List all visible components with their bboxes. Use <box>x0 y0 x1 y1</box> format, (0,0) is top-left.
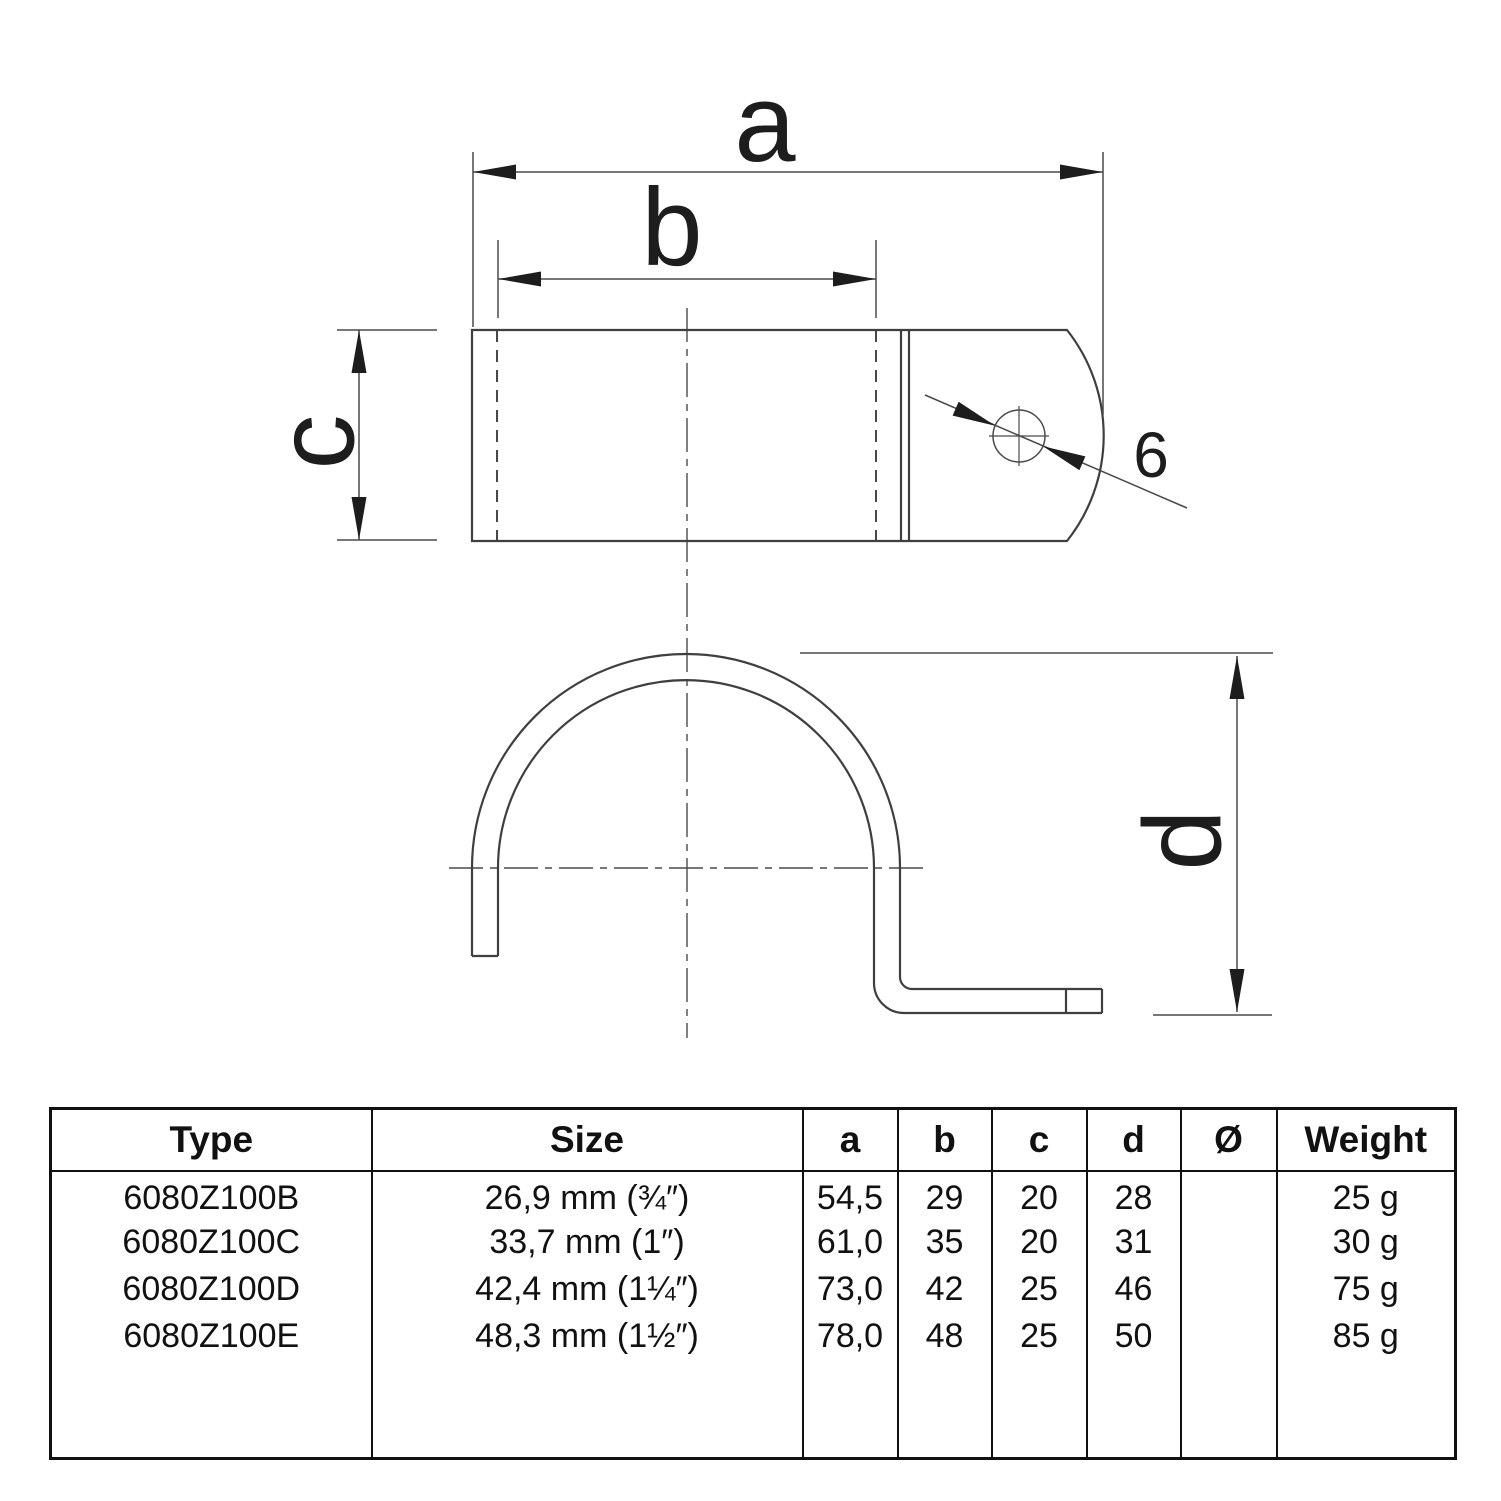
strap-outline <box>470 328 1105 543</box>
table-row: 6080Z100C 33,7 mm (1″) 61,0 35 20 31 30 … <box>49 1219 1457 1266</box>
cell-c: 20 <box>990 1219 1088 1266</box>
arrow-d-top <box>1229 656 1245 699</box>
dim-label-d: d <box>1122 809 1245 870</box>
clip-inner-profile <box>496 678 1102 1015</box>
center-lines <box>449 308 927 1038</box>
technical-drawing: 6 a b c <box>255 62 1273 1038</box>
cell-diameter <box>1179 1171 1278 1219</box>
table-row: 6080Z100D 42,4 mm (1¼″) 73,0 42 25 46 75… <box>49 1266 1457 1313</box>
cell-type: 6080Z100C <box>49 1219 373 1266</box>
clip-outer-profile <box>470 652 1102 991</box>
col-header-diameter: Ø <box>1179 1108 1278 1172</box>
cell-a: 61,0 <box>801 1219 899 1266</box>
col-header-type: Type <box>49 1108 373 1172</box>
arrow-c-bottom <box>351 497 367 540</box>
table-row: 6080Z100B 26,9 mm (¾″) 54,5 29 20 28 25 … <box>49 1171 1457 1219</box>
col-header-d: d <box>1085 1108 1182 1172</box>
cell-c: 25 <box>990 1313 1088 1360</box>
leader-arrow-upper <box>952 401 996 426</box>
cell-type: 6080Z100B <box>49 1171 373 1219</box>
cell-diameter <box>1179 1313 1278 1360</box>
cell-c: 25 <box>990 1266 1088 1313</box>
col-header-weight: Weight <box>1275 1108 1457 1172</box>
col-header-c: c <box>990 1108 1088 1172</box>
cell-weight: 85 g <box>1275 1313 1457 1360</box>
dim-label-b: b <box>641 166 702 289</box>
col-header-b: b <box>896 1108 993 1172</box>
top-view: 6 <box>470 328 1188 543</box>
leader-arrow-lower <box>1042 446 1086 471</box>
cell-type: 6080Z100D <box>49 1266 373 1313</box>
cell-c: 20 <box>990 1171 1088 1219</box>
dimension-b: b <box>497 166 877 318</box>
dimension-c: c <box>255 329 437 541</box>
cell-weight: 30 g <box>1275 1219 1457 1266</box>
cell-b: 35 <box>896 1219 993 1266</box>
cell-b: 42 <box>896 1266 993 1313</box>
arrow-b-left <box>498 271 541 287</box>
dimension-table: Type Size a b c d Ø Weight 6080Z100B 26,… <box>49 1107 1457 1460</box>
cell-b: 48 <box>896 1313 993 1360</box>
cell-size: 33,7 mm (1″) <box>370 1219 804 1266</box>
table-header-row: Type Size a b c d Ø Weight <box>49 1108 1457 1172</box>
cell-a: 54,5 <box>801 1171 899 1219</box>
cell-size: 42,4 mm (1¼″) <box>370 1266 804 1313</box>
dim-label-c: c <box>255 415 378 470</box>
table-empty-space-row <box>49 1360 1457 1459</box>
cell-diameter <box>1179 1266 1278 1313</box>
col-header-a: a <box>801 1108 899 1172</box>
cell-b: 29 <box>896 1171 993 1219</box>
col-header-size: Size <box>370 1108 804 1172</box>
cell-d: 50 <box>1085 1313 1182 1360</box>
cell-d: 28 <box>1085 1171 1182 1219</box>
cell-type: 6080Z100E <box>49 1313 373 1360</box>
cell-d: 31 <box>1085 1219 1182 1266</box>
hole-diameter-label: 6 <box>1133 419 1169 491</box>
cell-d: 46 <box>1085 1266 1182 1313</box>
arrow-d-bottom <box>1229 969 1245 1012</box>
cell-a: 78,0 <box>801 1313 899 1360</box>
hole-diameter-callout: 6 <box>924 394 1188 509</box>
cell-size: 48,3 mm (1½″) <box>370 1313 804 1360</box>
cell-weight: 75 g <box>1275 1266 1457 1313</box>
cell-weight: 25 g <box>1275 1171 1457 1219</box>
arrow-b-right <box>833 271 876 287</box>
arrow-a-left <box>473 164 516 180</box>
cell-size: 26,9 mm (¾″) <box>370 1171 804 1219</box>
cell-diameter <box>1179 1219 1278 1266</box>
arrow-c-top <box>351 330 367 373</box>
front-view <box>470 652 1104 1015</box>
dimension-a: a <box>472 62 1104 415</box>
cell-a: 73,0 <box>801 1266 899 1313</box>
dim-label-a: a <box>734 62 796 185</box>
dimension-d: d <box>800 652 1273 1016</box>
table-row: 6080Z100E 48,3 mm (1½″) 78,0 48 25 50 85… <box>49 1313 1457 1360</box>
arrow-a-right <box>1060 164 1103 180</box>
